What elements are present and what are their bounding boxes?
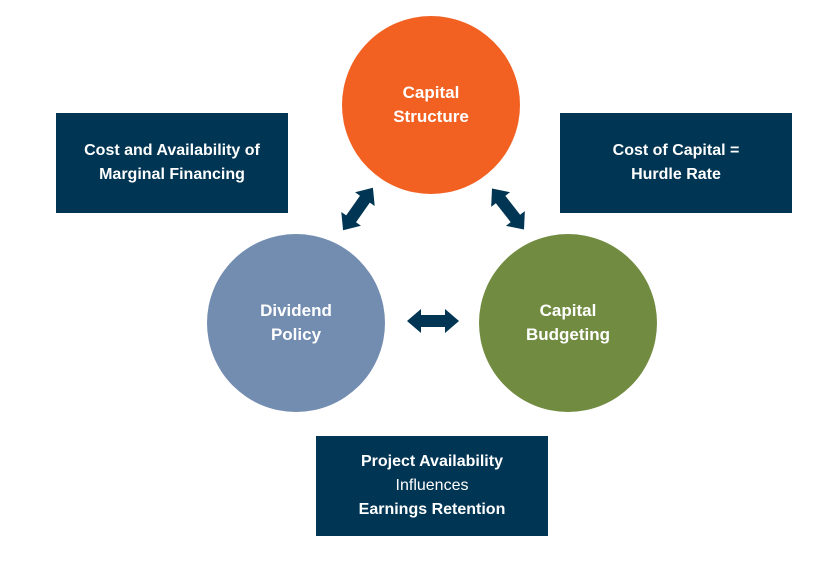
capital-budgeting-circle: Capital Budgeting <box>479 234 657 412</box>
earnings-retention-box: Project Availability Influences Earnings… <box>316 436 548 536</box>
circle-label: Dividend <box>260 301 332 320</box>
marginal-financing-box: Cost and Availability of Marginal Financ… <box>56 113 288 213</box>
double-arrow-icon <box>407 309 459 333</box>
circle-label: Policy <box>270 325 322 344</box>
box-text: Influences <box>395 477 469 494</box>
circle-label: Budgeting <box>525 325 611 344</box>
circle-label: Capital <box>402 83 460 102</box>
box-text: Earnings Retention <box>358 501 506 518</box>
box-text: Cost of Capital = <box>612 142 740 159</box>
box-text: Cost and Availability of <box>84 142 260 159</box>
box-text: Marginal Financing <box>99 166 245 183</box>
dividend-policy-circle: Dividend Policy <box>207 234 385 412</box>
double-arrow-icon <box>482 181 534 237</box>
capital-structure-circle: Capital Structure <box>342 16 520 194</box>
box-text: Project Availability <box>361 453 503 470</box>
circle-label: Capital <box>539 301 597 320</box>
hurdle-rate-box: Cost of Capital = Hurdle Rate <box>560 113 792 213</box>
circle-label: Structure <box>393 107 469 126</box>
box-text: Hurdle Rate <box>631 166 721 183</box>
double-arrow-icon <box>333 180 383 238</box>
